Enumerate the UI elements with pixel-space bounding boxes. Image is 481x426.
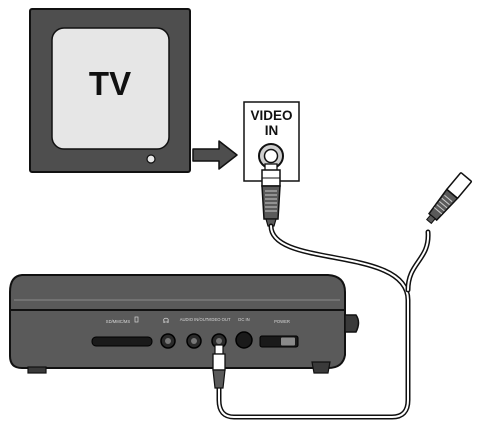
video-in-label-line1: VIDEO — [250, 108, 292, 123]
card-slot-icon — [134, 316, 139, 323]
spare-connector — [425, 172, 472, 225]
card-slot — [91, 336, 153, 347]
tv-label: TV — [89, 65, 131, 102]
tv-screen — [51, 27, 170, 150]
tv-power-indicator — [146, 154, 156, 164]
portable-dvd-player: SD/MMC/MS ☊ AUDIO IN/OUT VIDEO OUT DC IN… — [9, 274, 360, 374]
power-switch-label: POWER — [274, 319, 290, 324]
audio-out-label: AUDIO IN/OUT — [180, 317, 209, 322]
arrow-right-icon — [192, 140, 238, 170]
dc-in-label: DC IN — [238, 317, 249, 322]
player-lid — [9, 274, 346, 311]
card-slot-label: SD/MMC/MS — [106, 319, 131, 324]
rca-plug-player — [212, 344, 226, 389]
tv-set: TV — [29, 8, 191, 173]
headphone-icon: ☊ — [163, 317, 169, 325]
dc-in-jack — [235, 331, 253, 349]
rca-plug — [261, 163, 281, 227]
video-out-label: VIDEO OUT — [207, 317, 230, 322]
video-in-label-line2: IN — [265, 123, 279, 138]
